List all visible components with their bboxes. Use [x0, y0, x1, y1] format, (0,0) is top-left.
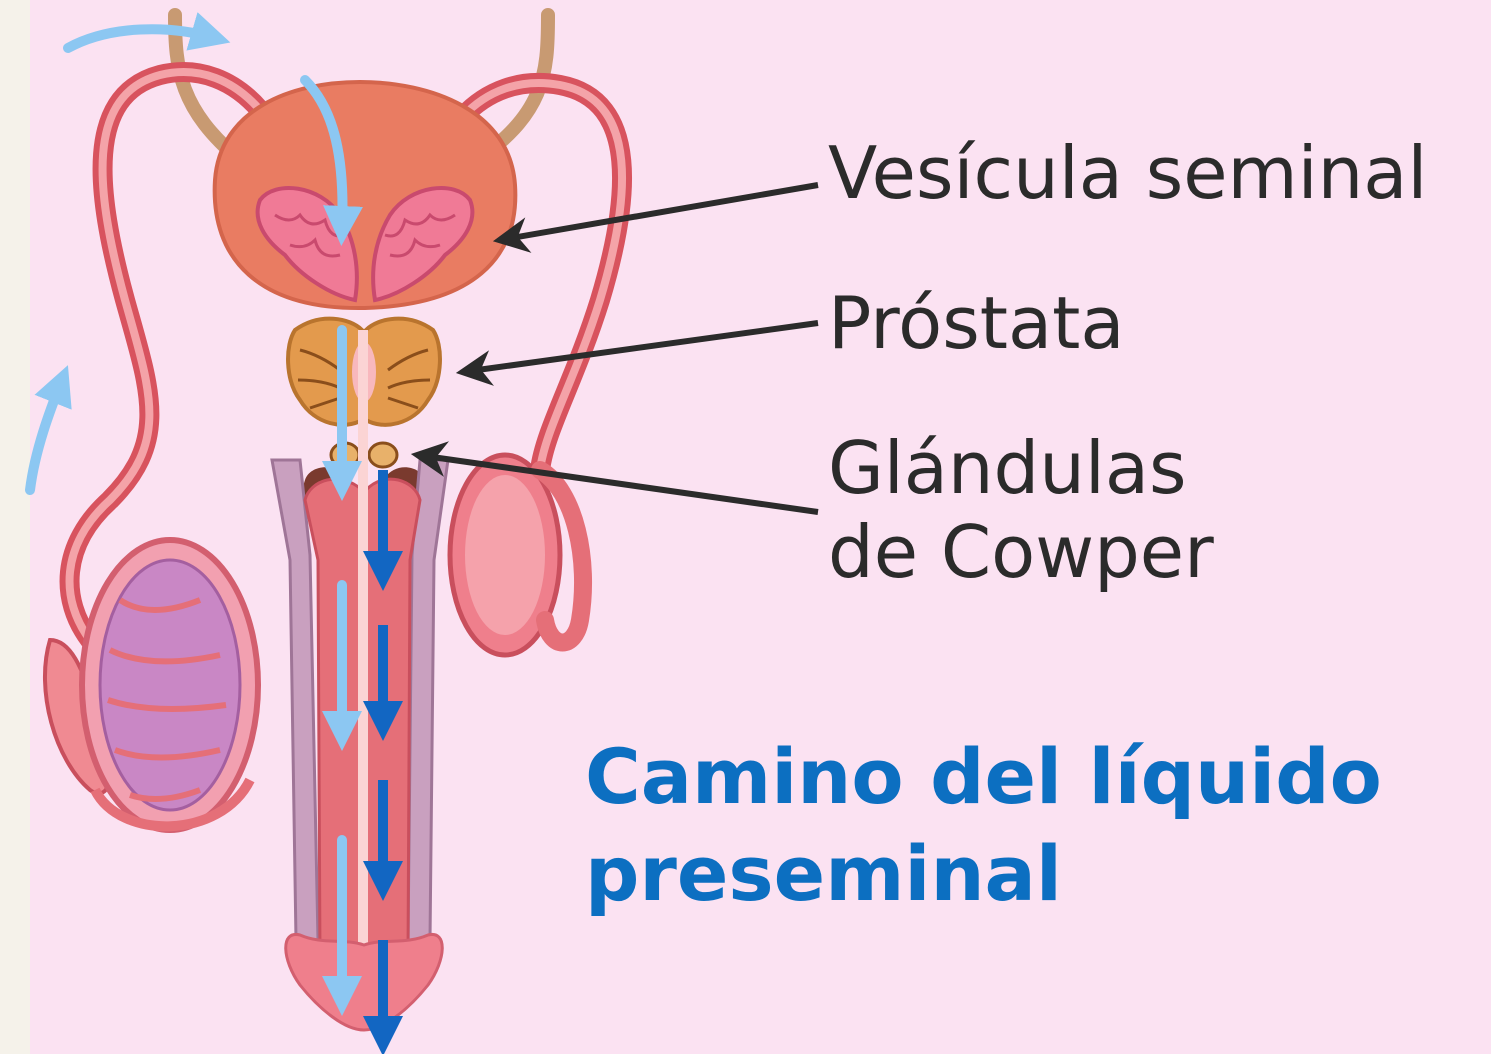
testis-right — [450, 455, 583, 655]
diagram-title: Camino del líquido preseminal — [585, 728, 1382, 923]
title-line1: Camino del líquido — [585, 728, 1382, 825]
label-glandulas-line1: Glándulas — [828, 426, 1214, 510]
penis-shaft — [272, 330, 448, 1030]
label-glandulas-line2: de Cowper — [828, 510, 1214, 594]
label-glandulas-de-cowper: Glándulas de Cowper — [828, 426, 1214, 594]
pointer-prostata — [463, 323, 818, 372]
title-line2: preseminal — [585, 825, 1382, 922]
bladder — [215, 82, 516, 308]
pointer-vesicula — [500, 185, 818, 240]
label-prostata: Próstata — [828, 287, 1124, 359]
label-vesicula-seminal: Vesícula seminal — [828, 137, 1427, 209]
